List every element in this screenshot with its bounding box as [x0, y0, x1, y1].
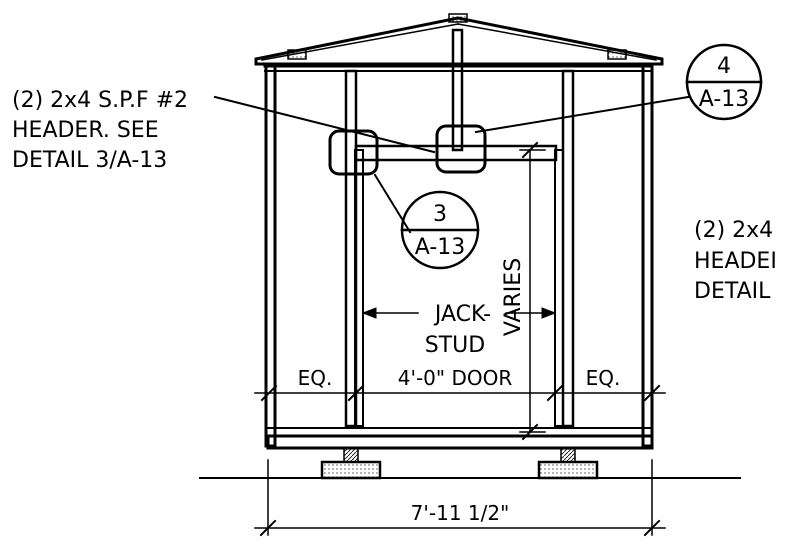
- left-header-note: (2) 2x4 S.P.F #2 HEADER. SEE DETAIL 3/A-…: [12, 88, 188, 173]
- detail-bubble-4: [685, 43, 763, 121]
- center-post: [451, 28, 464, 152]
- detail-bubble-3: [400, 190, 480, 270]
- bubble-4-leader: [474, 95, 690, 134]
- left-note-line-1: (2) 2x4 S.P.F #2: [12, 88, 188, 113]
- ridge-block: [448, 13, 468, 23]
- varies-dimension: [519, 141, 546, 441]
- bubble-4-sheet: A-13: [699, 87, 750, 112]
- floor-deck: [266, 434, 654, 450]
- left-concrete-block: [320, 460, 382, 480]
- overall-width-dimension: [254, 459, 666, 537]
- varies-label: VARIES: [501, 258, 526, 336]
- door-header: [354, 144, 558, 162]
- jack-stud-label-line-2: STUD: [425, 333, 485, 358]
- right-note-line-2: HEADEI: [694, 249, 777, 274]
- bubble-3-number: 3: [433, 202, 447, 227]
- right-eave-block: [607, 49, 627, 60]
- right-corner-stud: [641, 64, 654, 448]
- door-dimension: 4'-0" DOOR: [398, 366, 513, 390]
- jack-stud-arrows: [361, 307, 557, 319]
- right-king-stud: [561, 69, 575, 428]
- bubble-3-sheet: A-13: [415, 235, 466, 260]
- bubble-3-leader: [373, 173, 412, 234]
- overall-width-label: 7'-11 1/2": [411, 501, 510, 525]
- left-skid: [343, 447, 359, 463]
- left-eave-block: [287, 49, 307, 60]
- left-note-line-3: DETAIL 3/A-13: [12, 148, 167, 173]
- detail-3-highlight: [328, 129, 379, 176]
- right-skid: [560, 447, 576, 463]
- opening-dimension-string: [254, 384, 666, 402]
- header-note-leader: [213, 95, 436, 154]
- left-corner-stud: [264, 64, 277, 448]
- jack-stud-label-line-1: JACK-: [433, 302, 491, 327]
- left-eq-dimension: EQ.: [298, 366, 333, 390]
- right-concrete-block: [537, 460, 599, 480]
- right-jack-stud: [554, 149, 564, 427]
- right-eq-dimension: EQ.: [586, 366, 621, 390]
- bubble-4-number: 4: [717, 54, 731, 79]
- right-header-note: (2) 2x4 HEADEI DETAIL: [694, 218, 777, 304]
- left-note-line-2: HEADER. SEE: [12, 118, 159, 143]
- left-jack-stud: [354, 149, 364, 427]
- detail-4-highlight: [435, 124, 487, 174]
- right-note-line-1: (2) 2x4: [694, 218, 773, 243]
- wall-framing: [263, 28, 654, 480]
- right-note-line-3: DETAIL: [694, 279, 771, 304]
- roof: [254, 13, 664, 66]
